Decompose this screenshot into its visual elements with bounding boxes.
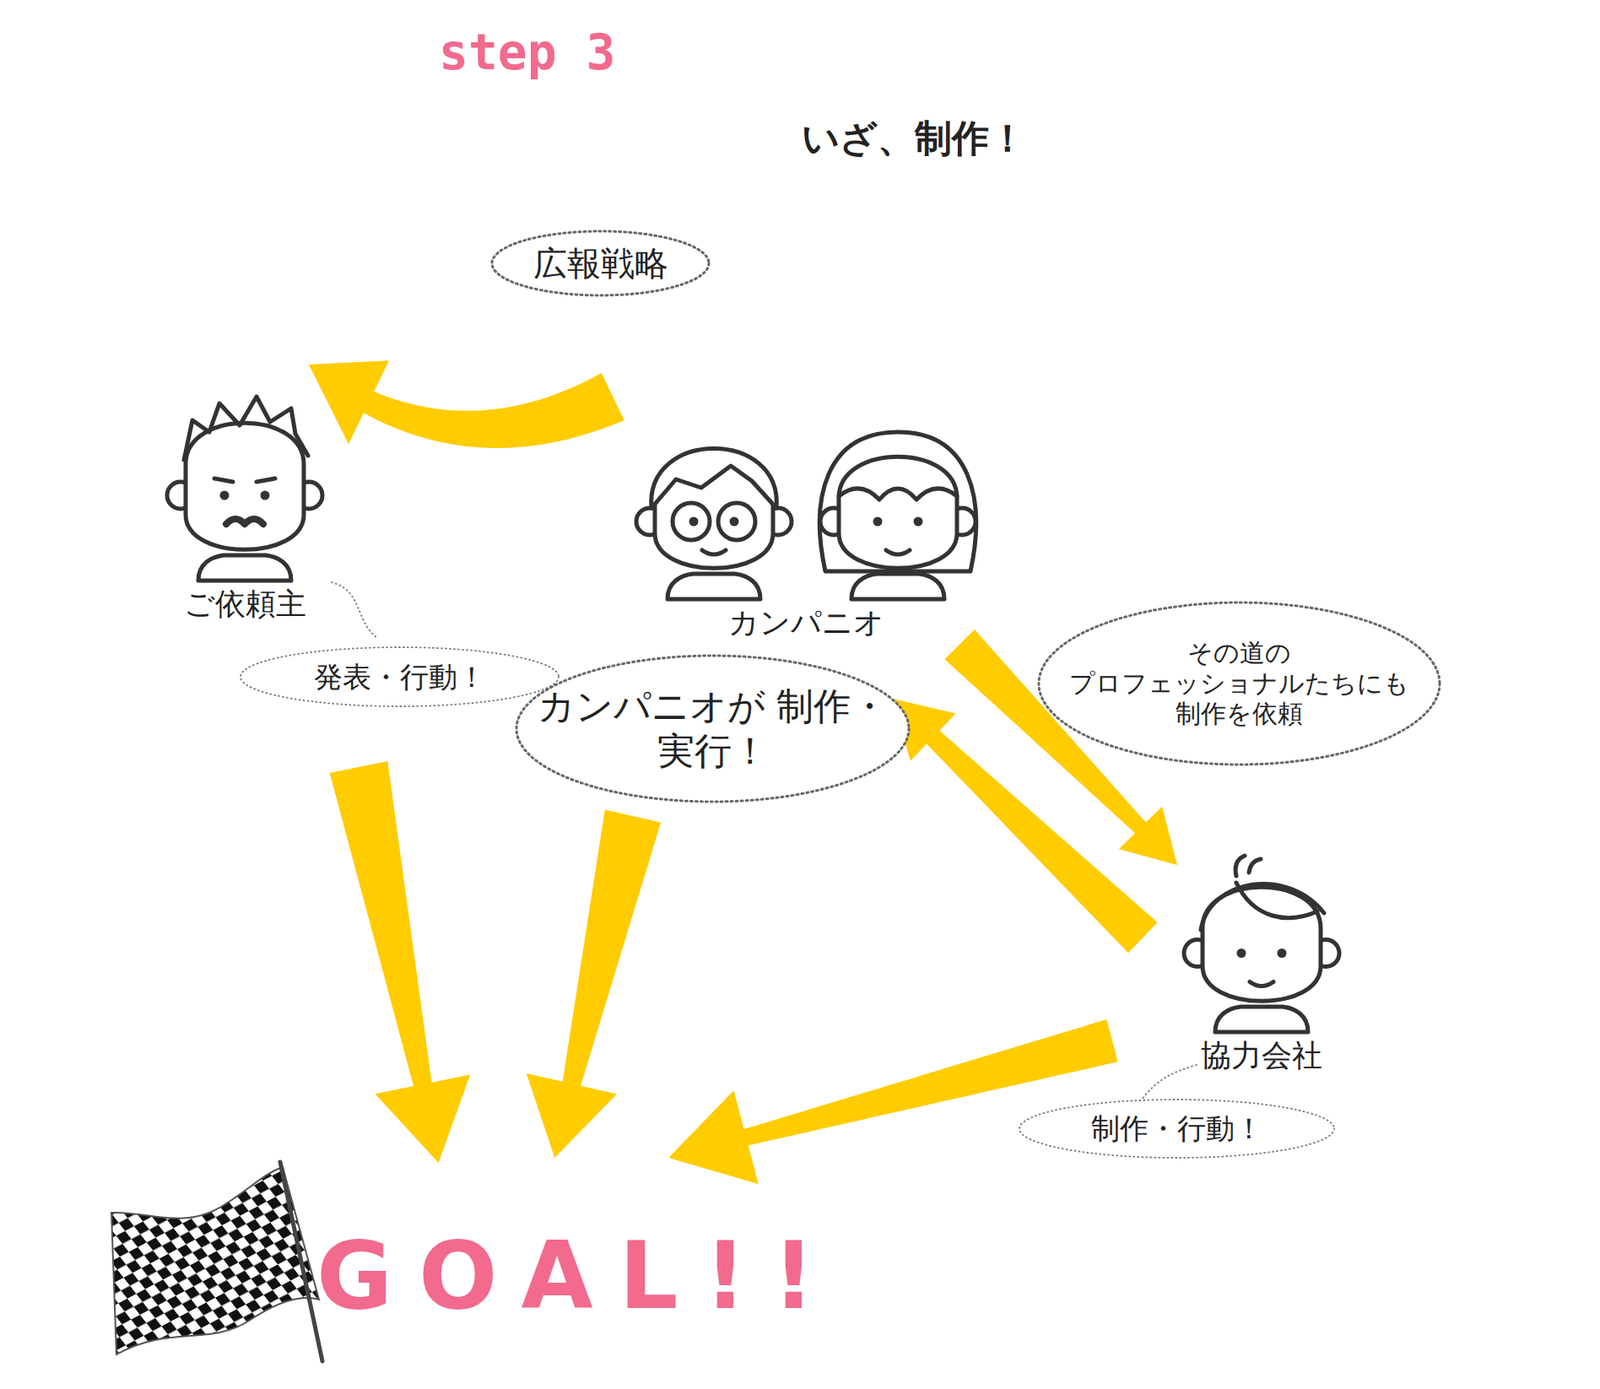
step-label-wrap: step 3 — [438, 23, 617, 83]
person-name: カンパニオ — [620, 413, 992, 641]
checkered-flag — [101, 1151, 330, 1368]
flag-pole — [280, 1162, 323, 1362]
person-name: ご依頼主 — [147, 379, 342, 622]
ellipse-outline — [1038, 602, 1440, 765]
person-illustration — [620, 413, 992, 601]
person-node: 協力会社 — [1172, 843, 1351, 1085]
bubble-tail — [331, 582, 378, 638]
yellow-arrow — [526, 810, 661, 1159]
yellow-arrow — [668, 1019, 1118, 1184]
face-glasses — [636, 448, 792, 600]
person-illustration — [1172, 843, 1351, 1034]
yellow-arrow — [308, 360, 625, 449]
goal-text: GOAL!! — [101, 1151, 861, 1323]
speech-bubble: 発表・行動！ — [237, 644, 562, 709]
person-name: 協力会社 — [1172, 843, 1351, 1074]
ellipse-outline — [1019, 1099, 1335, 1158]
goal-node: GOAL!! — [101, 1151, 861, 1372]
bubble-text: 発表・行動！ — [313, 659, 487, 695]
ellipse-outline — [240, 647, 559, 707]
step-label: step 3 — [438, 23, 617, 83]
ellipse-outline — [491, 231, 709, 296]
edge-label: その道の プロフェッショナルたちにも 制作を依頼 — [1065, 637, 1413, 730]
bubble-text: カンパニオが 制作・実行！ — [513, 684, 912, 774]
bubble-tail — [1142, 1064, 1197, 1099]
speech-bubble: 制作・行動！ — [1016, 1097, 1337, 1161]
title: いざ、制作！ — [801, 116, 1027, 162]
speech-bubble: カンパニオが 制作・実行！ — [513, 653, 912, 805]
person-node: ご依頼主 — [147, 379, 342, 633]
edge-label-bubble: 広報戦略 — [489, 228, 712, 298]
person-node: カンパニオ — [620, 413, 992, 655]
bubble-text: 制作・行動！ — [1091, 1111, 1264, 1146]
person-illustration — [147, 379, 342, 583]
edge-label: 広報戦略 — [533, 243, 669, 284]
face-woman — [819, 432, 976, 600]
face-client — [167, 396, 323, 581]
title-wrap: いざ、制作！ — [801, 116, 1027, 162]
edge-label-bubble: その道の プロフェッショナルたちにも 制作を依頼 — [1036, 600, 1443, 768]
yellow-arrow — [329, 761, 471, 1163]
face-partner — [1183, 855, 1340, 1033]
